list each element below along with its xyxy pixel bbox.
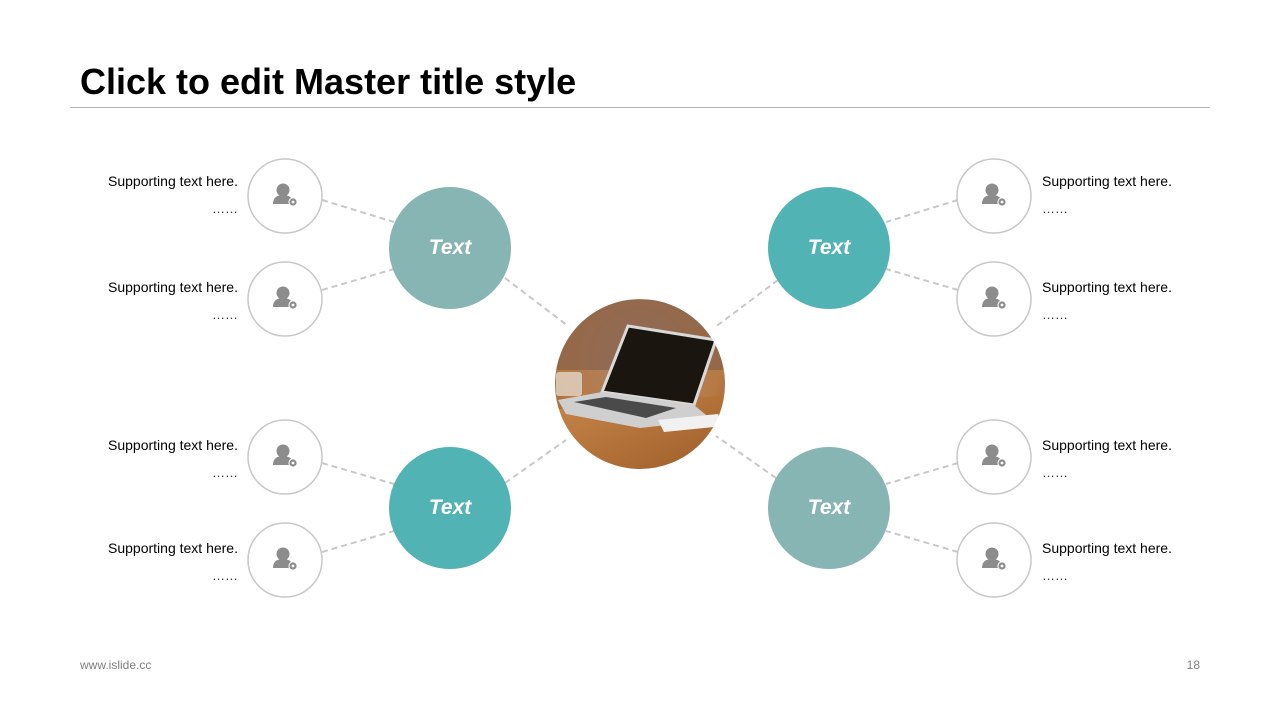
support-text-ellipsis: …… [38, 562, 238, 590]
node-ring-4[interactable] [957, 262, 1031, 336]
support-text-ellipsis: …… [1042, 301, 1242, 329]
connector-node-6 [322, 531, 394, 552]
connector-center-br [716, 436, 776, 478]
support-text-ellipsis: …… [38, 301, 238, 329]
connector-node-7 [886, 463, 958, 484]
support-text-1[interactable]: Supporting text here. …… [38, 167, 238, 223]
support-text-2[interactable]: Supporting text here. …… [38, 273, 238, 329]
support-text-7[interactable]: Supporting text here. …… [1042, 431, 1242, 487]
support-text-line: Supporting text here. [1042, 279, 1172, 295]
node-ring-8[interactable] [957, 523, 1031, 597]
hub-label-top-right[interactable]: Text [769, 188, 889, 308]
connector-node-5 [322, 463, 394, 484]
support-text-ellipsis: …… [1042, 562, 1242, 590]
support-text-4[interactable]: Supporting text here. …… [1042, 273, 1242, 329]
connector-node-2 [322, 269, 394, 290]
support-text-6[interactable]: Supporting text here. …… [38, 534, 238, 590]
connector-node-8 [886, 531, 958, 552]
support-text-ellipsis: …… [1042, 195, 1242, 223]
support-text-line: Supporting text here. [108, 437, 238, 453]
connector-node-4 [886, 269, 958, 290]
hub-label-top-left[interactable]: Text [390, 188, 510, 308]
support-text-8[interactable]: Supporting text here. …… [1042, 534, 1242, 590]
hub-label-bottom-right[interactable]: Text [769, 448, 889, 568]
support-text-line: Supporting text here. [1042, 437, 1172, 453]
node-ring-1[interactable] [248, 159, 322, 233]
support-text-line: Supporting text here. [108, 173, 238, 189]
node-ring-5[interactable] [248, 420, 322, 494]
node-ring-7[interactable] [957, 420, 1031, 494]
node-ring-6[interactable] [248, 523, 322, 597]
support-text-ellipsis: …… [38, 459, 238, 487]
connector-center-bl [505, 440, 566, 483]
node-ring-2[interactable] [248, 262, 322, 336]
support-text-line: Supporting text here. [1042, 173, 1172, 189]
support-text-3[interactable]: Supporting text here. …… [1042, 167, 1242, 223]
node-ring-3[interactable] [957, 159, 1031, 233]
support-text-line: Supporting text here. [1042, 540, 1172, 556]
hub-label-bottom-left[interactable]: Text [390, 448, 510, 568]
center-laptop-image[interactable] [550, 296, 730, 480]
support-text-line: Supporting text here. [108, 540, 238, 556]
connector-node-3 [886, 200, 958, 222]
support-text-5[interactable]: Supporting text here. …… [38, 431, 238, 487]
support-text-line: Supporting text here. [108, 279, 238, 295]
connector-center-tl [505, 278, 568, 326]
connector-node-1 [322, 200, 394, 222]
support-text-ellipsis: …… [1042, 459, 1242, 487]
footer-url[interactable]: www.islide.cc [80, 658, 151, 672]
support-text-ellipsis: …… [38, 195, 238, 223]
page-number: 18 [1170, 658, 1200, 672]
